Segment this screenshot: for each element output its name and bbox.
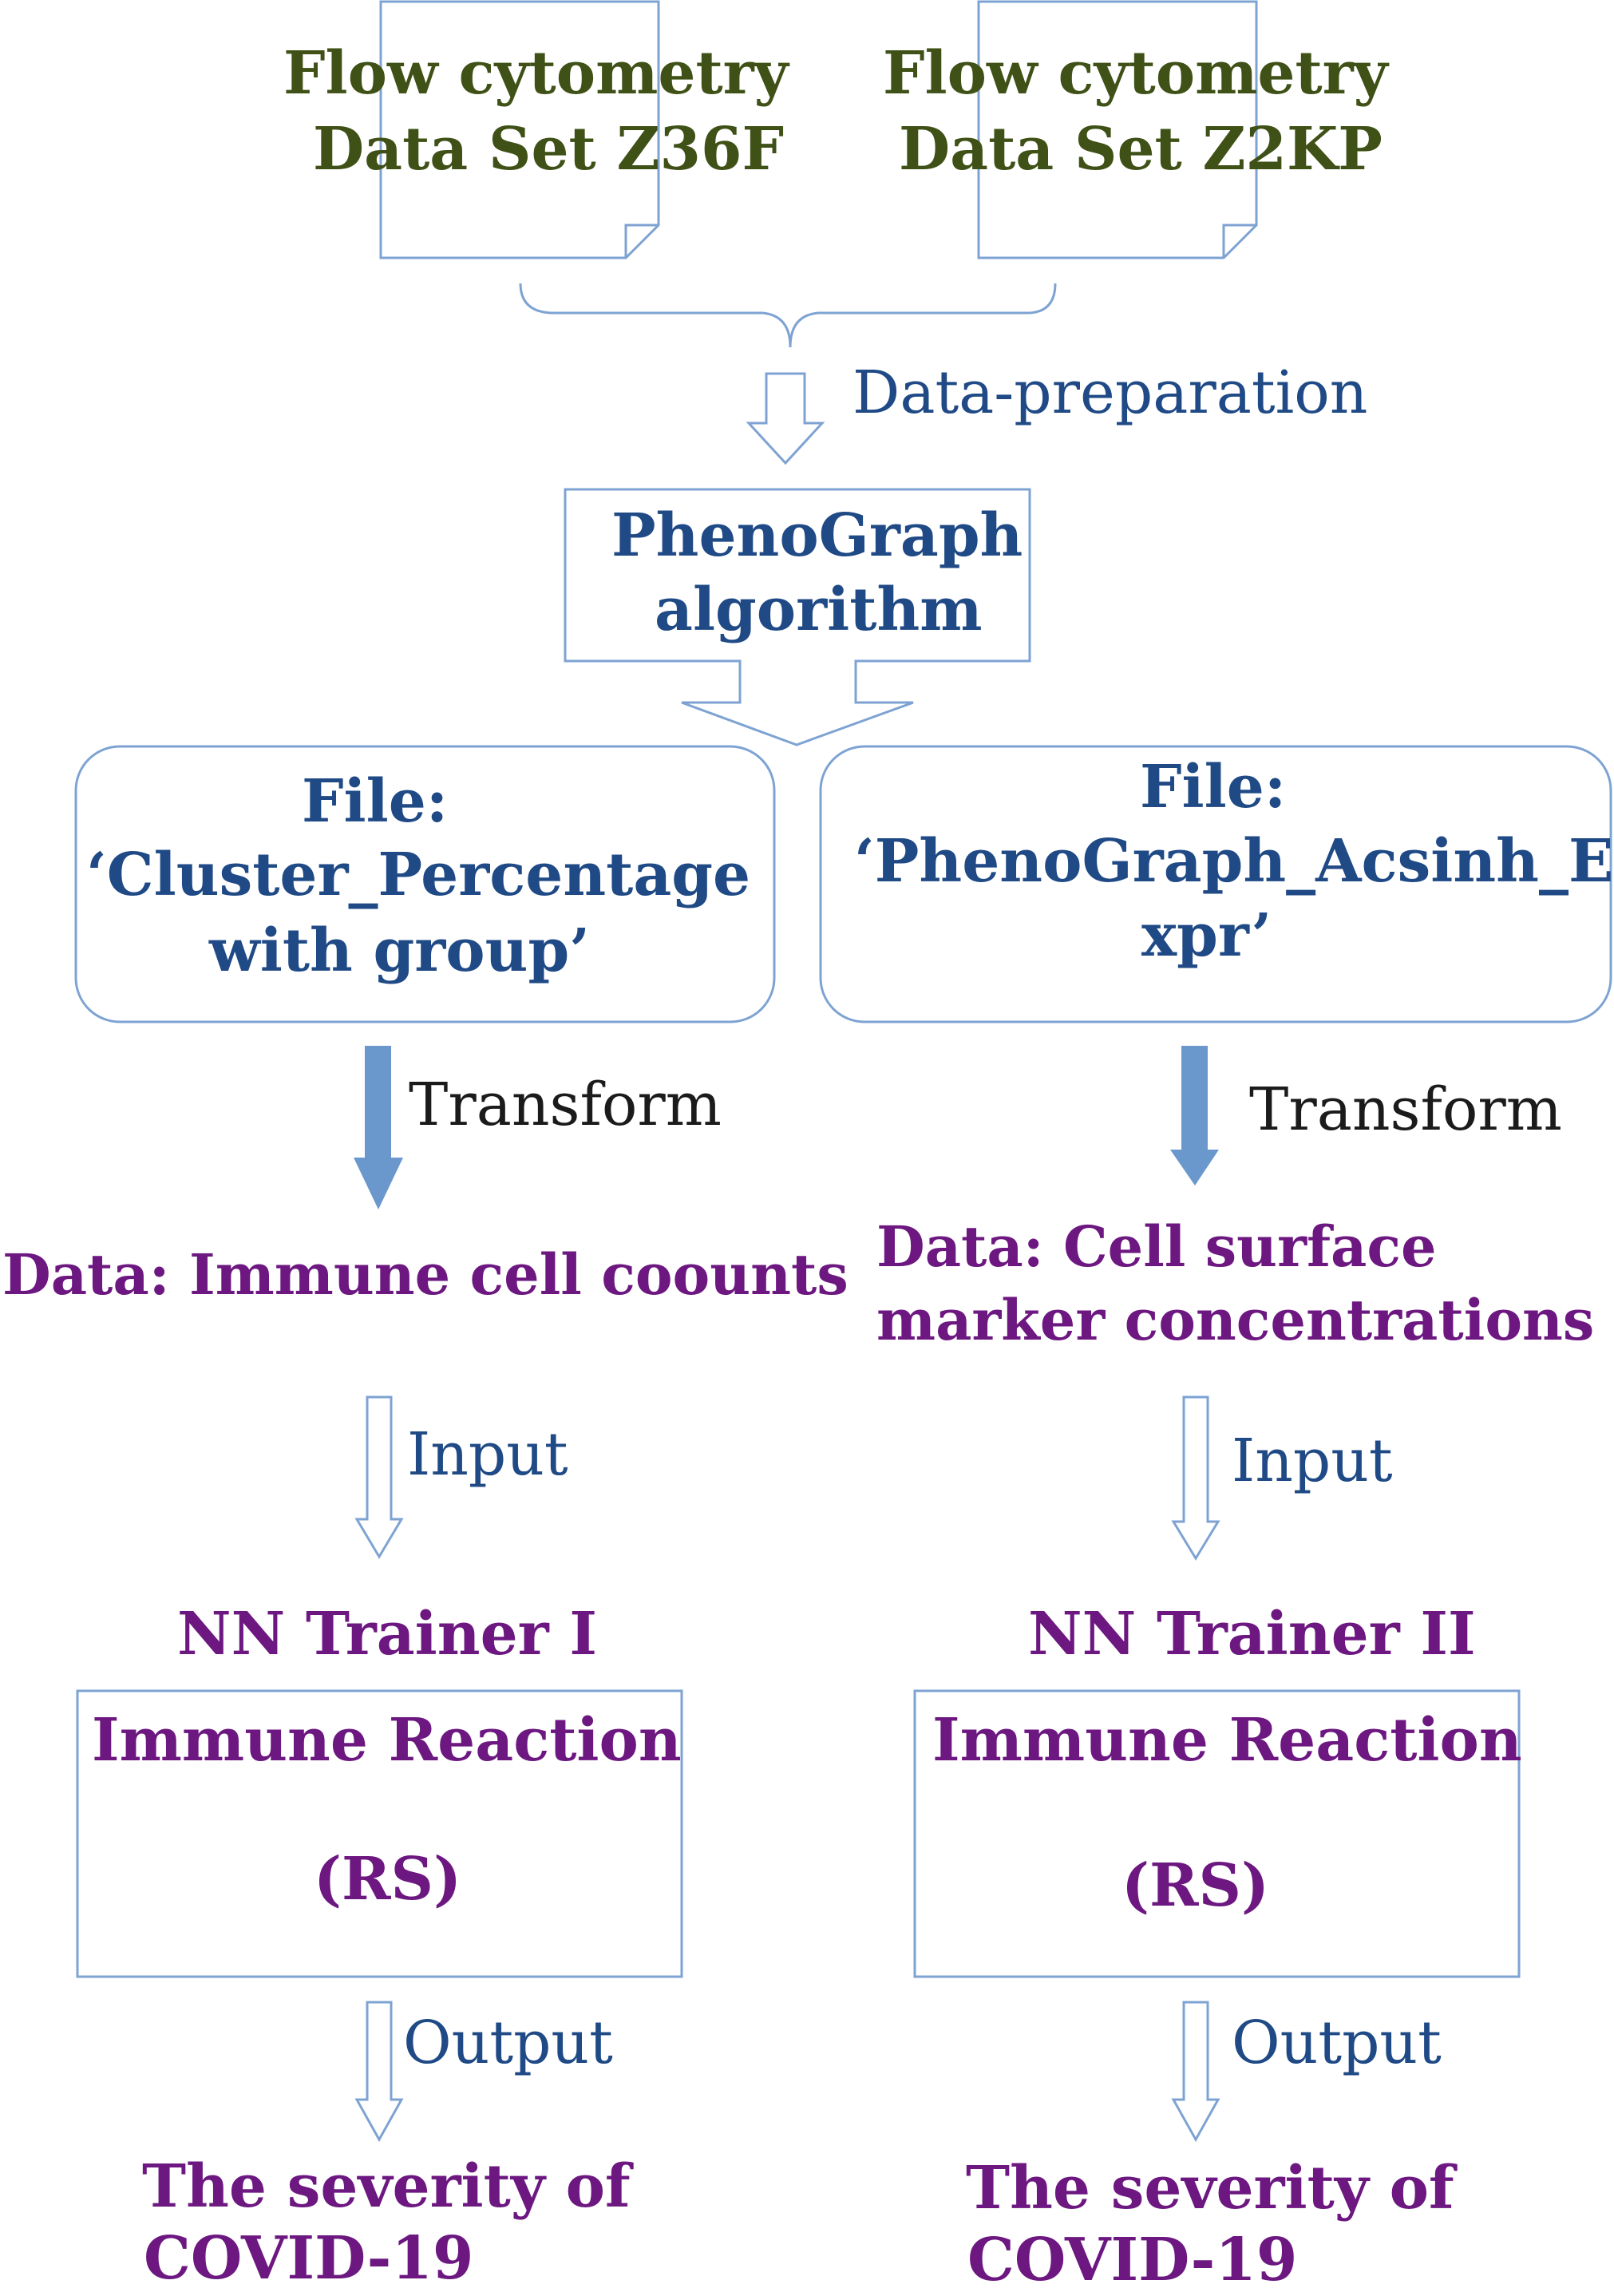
output-arrow-left xyxy=(354,2001,404,2143)
trainer-left-line1: Immune Reaction xyxy=(92,1706,682,1775)
phenograph-title-line2: algorithm xyxy=(655,576,983,644)
file-box-left xyxy=(74,745,776,1023)
document-shape-right xyxy=(977,0,1258,259)
result-left-line1: The severity of xyxy=(142,2152,631,2221)
document-shape-left xyxy=(379,0,660,259)
transform-arrow-left xyxy=(354,1046,403,1209)
trainer-title-left: NN Trainer I xyxy=(177,1600,598,1669)
file-left-line1: File: xyxy=(302,767,449,836)
data-preparation-label: Data-preparation xyxy=(852,358,1368,427)
trainer-title-right: NN Trainer II xyxy=(1028,1600,1476,1669)
input-label-left: Input xyxy=(407,1420,568,1489)
phenograph-box xyxy=(564,488,1031,746)
merge-brace xyxy=(519,283,1057,348)
data-preparation-arrow xyxy=(746,372,825,465)
trainer-box-right xyxy=(913,1689,1521,1978)
dataset-right-line2: Data Set Z2KP xyxy=(899,115,1383,184)
input-arrow-right xyxy=(1171,1395,1220,1561)
trainer-left-line2: (RS) xyxy=(314,1845,461,1914)
data-left-line1: Data: Immune cell coounts xyxy=(2,1241,849,1308)
transform-label-left: Transform xyxy=(409,1071,722,1139)
data-right-line2: marker concentrations xyxy=(876,1287,1595,1353)
trainer-right-line2: (RS) xyxy=(1121,1851,1269,1920)
file-right-line2: ‘PhenoGraph_Acsinh_E xyxy=(854,827,1614,896)
output-label-right: Output xyxy=(1232,2009,1442,2077)
dataset-left-line2: Data Set Z36F xyxy=(313,115,785,184)
output-arrow-right xyxy=(1171,2001,1220,2143)
transform-label-right: Transform xyxy=(1249,1075,1562,1144)
data-right-line1: Data: Cell surface xyxy=(876,1213,1437,1280)
file-box-right xyxy=(819,745,1612,1023)
input-label-right: Input xyxy=(1232,1427,1393,1495)
transform-arrow-right xyxy=(1170,1046,1219,1186)
dataset-left-line1: Flow cytometry xyxy=(283,39,789,108)
phenograph-title-line1: PhenoGraph xyxy=(611,501,1023,570)
input-arrow-left xyxy=(354,1395,404,1559)
file-right-line1: File: xyxy=(1140,753,1287,821)
file-right-line3: xpr’ xyxy=(1141,901,1272,970)
file-left-line2: ‘Cluster_Percentage xyxy=(86,841,751,909)
trainer-right-line1: Immune Reaction xyxy=(932,1706,1522,1775)
result-left-line2: COVID-19 xyxy=(144,2224,474,2293)
dataset-right-line1: Flow cytometry xyxy=(883,39,1388,108)
file-left-line3: with group’ xyxy=(209,916,590,985)
output-label-left: Output xyxy=(403,2009,613,2077)
result-right-line2: COVID-19 xyxy=(967,2226,1298,2294)
result-right-line1: The severity of xyxy=(966,2154,1454,2223)
trainer-box-left xyxy=(76,1689,683,1978)
